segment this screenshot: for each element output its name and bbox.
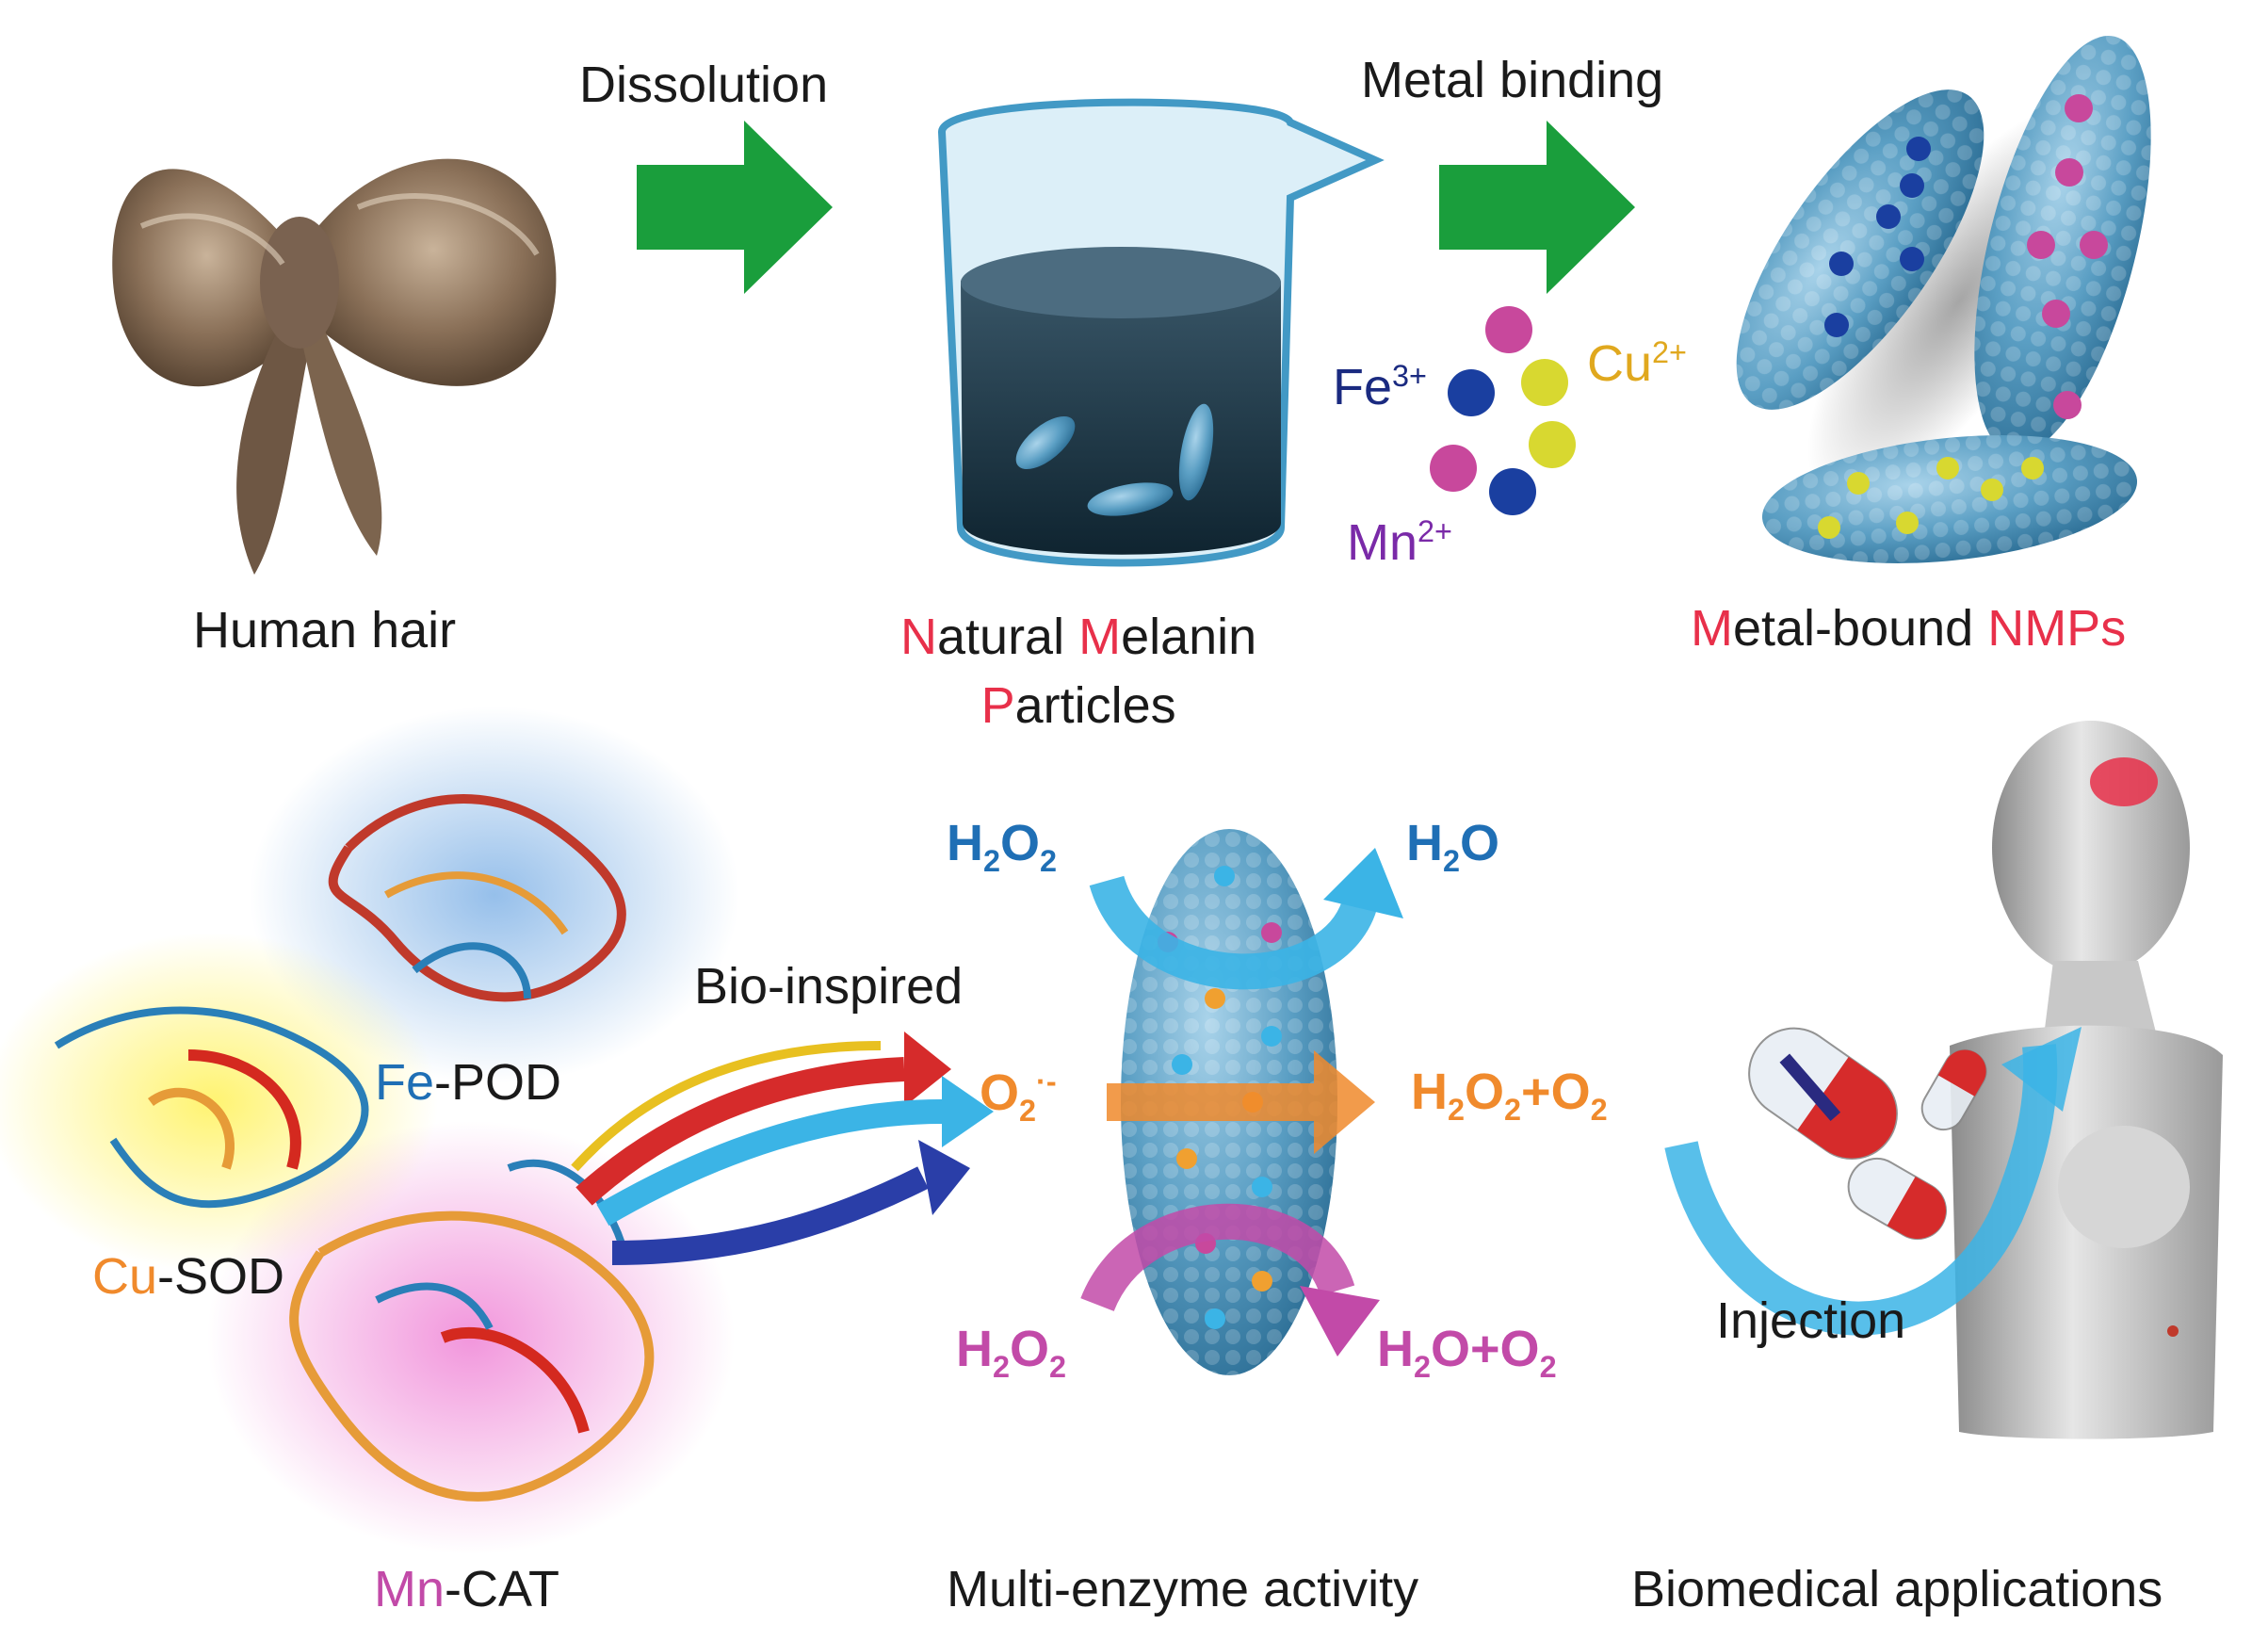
h2o2-input-bottom: H2O2 <box>956 1321 1067 1384</box>
bio-inspired-label: Bio-inspired <box>694 958 964 1015</box>
fe-ion-label: Fe3+ <box>1333 361 1427 413</box>
mn-cat-label: Mn-CAT <box>374 1564 559 1615</box>
peroxidase-arc-arrow <box>1089 874 1379 990</box>
metal-bound-nmps-caption: Metal-bound NMPs <box>1691 603 2126 654</box>
cu-ion-label: Cu2+ <box>1587 337 1687 389</box>
caption-letter-p: P <box>980 676 1015 734</box>
fe-pod-label: Fe-POD <box>375 1057 561 1108</box>
beaker-image <box>937 98 1385 567</box>
h2o2-input-top: H2O2 <box>947 815 1058 878</box>
cu-sod-label: Cu-SOD <box>92 1251 284 1302</box>
superoxide-input: O2·- <box>980 1064 1057 1128</box>
injection-arc-arrow <box>1664 1044 2058 1336</box>
cu-sod-rest: -SOD <box>157 1248 285 1305</box>
dissolution-label: Dissolution <box>579 57 829 113</box>
multi-enzyme-activity-caption: Multi-enzyme activity <box>947 1561 1419 1617</box>
hair-bow-image <box>112 158 557 575</box>
h2o2-o2-output: H2O2+O2 <box>1411 1064 1608 1127</box>
beaker-particle <box>1178 403 1214 501</box>
caption-word-metal-bound: etal-bound <box>1732 600 1988 657</box>
fe-pod-metal: Fe <box>375 1054 435 1111</box>
catalase-arc-arrow <box>1080 1203 1355 1312</box>
injection-capsules <box>1748 1027 1987 1240</box>
mn-cat-metal: Mn <box>374 1561 446 1617</box>
mn-cat-rest: -CAT <box>445 1561 559 1617</box>
cu-sod-metal: Cu <box>92 1248 158 1305</box>
beaker-particle <box>1015 415 1076 470</box>
caption-letter-m2: M <box>1691 600 1733 657</box>
dissolution-arrow <box>637 121 833 294</box>
natural-melanin-particles-caption: Natural Melanin Particles <box>900 603 1256 740</box>
injection-arrowhead <box>2001 1027 2082 1112</box>
peroxidase-arrowhead <box>1323 848 1403 918</box>
caption-word-particles: articles <box>1014 676 1176 734</box>
injection-label: Injection <box>1716 1292 1906 1349</box>
h2o-o2-output: H2O+O2 <box>1377 1321 1557 1384</box>
biomedical-applications-caption: Biomedical applications <box>1631 1561 2163 1617</box>
caption-word-nmps: NMPs <box>1987 600 2127 657</box>
superoxide-arrow <box>1107 1050 1375 1154</box>
metal-bound-nmp-particles <box>1736 35 2151 563</box>
fe-symbol: Fe <box>1333 359 1393 415</box>
metal-binding-label: Metal binding <box>1361 52 1664 108</box>
metal-binding-arrow <box>1439 121 1635 294</box>
caption-word-melanin: elanin <box>1121 609 1257 665</box>
caption-letter-n: N <box>900 609 937 665</box>
caption-letter-m: M <box>1078 609 1122 665</box>
mn-symbol: Mn <box>1347 514 1418 571</box>
catalase-arrowhead <box>1300 1286 1380 1357</box>
beaker-particle <box>1087 482 1174 516</box>
enzyme-structures-image <box>0 707 739 1554</box>
metal-ion-dots <box>1430 306 1576 515</box>
fe-pod-rest: -POD <box>434 1054 562 1111</box>
human-body-image <box>1950 721 2223 1439</box>
fe-charge: 3+ <box>1392 359 1427 393</box>
head-target-spot <box>2090 757 2158 806</box>
mn-ion-label: Mn2+ <box>1347 516 1452 568</box>
cu-charge: 2+ <box>1652 335 1687 369</box>
h2o-output-top: H2O <box>1406 815 1500 878</box>
human-hair-caption: Human hair <box>193 602 457 658</box>
caption-word-natural: atural <box>937 609 1079 665</box>
mn-charge: 2+ <box>1418 514 1452 548</box>
bio-inspired-arrows <box>571 1032 994 1265</box>
cu-symbol: Cu <box>1587 335 1653 392</box>
